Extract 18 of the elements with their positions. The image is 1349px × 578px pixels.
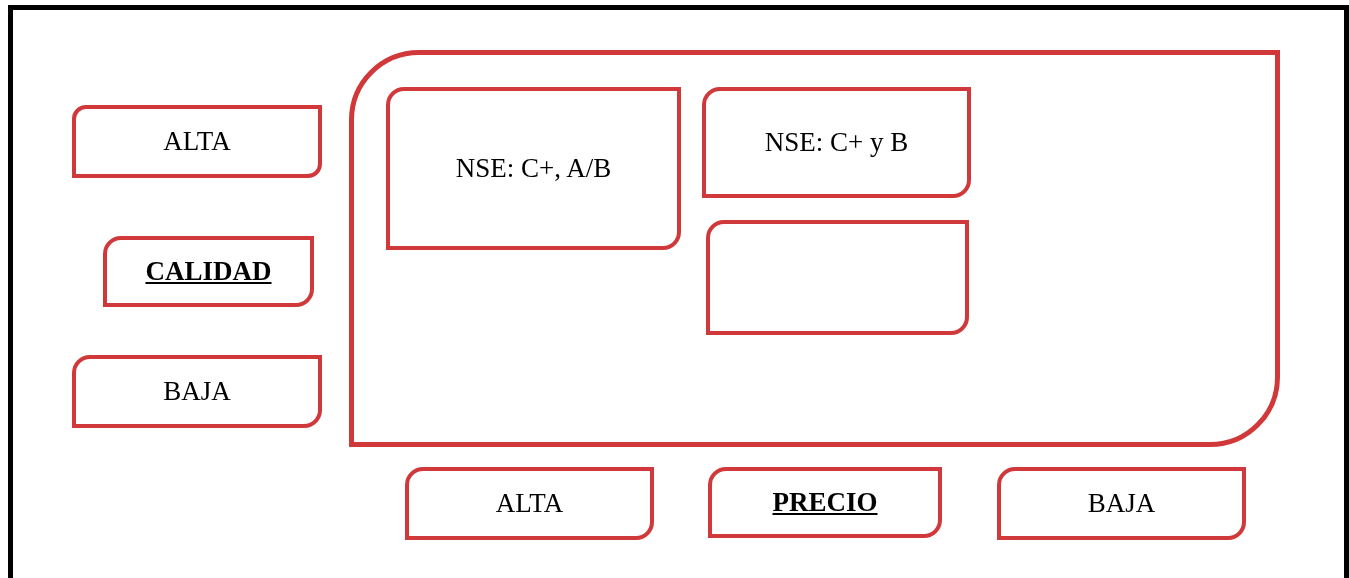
competitor-box xyxy=(386,87,681,250)
axis-level-label xyxy=(72,105,322,178)
level-label: BAJA xyxy=(163,374,231,408)
level-label: ALTA xyxy=(163,124,231,158)
axis-level-label xyxy=(405,467,654,540)
axis-level-label xyxy=(72,355,322,428)
segment-label: NSE: C+ y B xyxy=(764,125,909,159)
segment-label: NSE: C+, A/B xyxy=(455,151,612,185)
axis-title: CALIDAD xyxy=(145,254,272,288)
axis-level-label xyxy=(997,467,1246,540)
axis-title-box xyxy=(708,467,942,538)
axis-title-box xyxy=(103,236,314,307)
competitor-box xyxy=(706,220,969,335)
plot-area xyxy=(349,50,1280,447)
level-label: BAJA xyxy=(1087,486,1156,520)
competitor-box xyxy=(702,87,971,198)
axis-title: PRECIO xyxy=(772,485,878,519)
level-label: ALTA xyxy=(495,486,564,520)
